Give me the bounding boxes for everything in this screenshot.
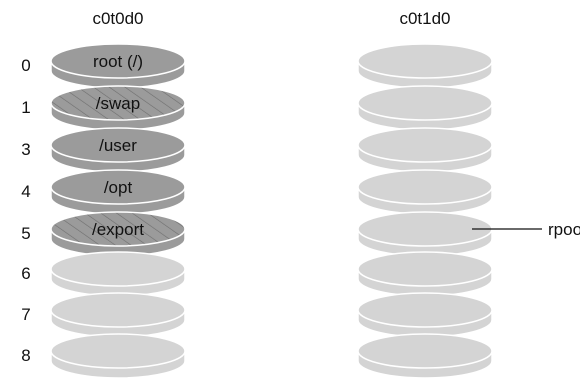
- slice-0: root (/): [50, 43, 186, 89]
- rpool-slice-5: [357, 211, 493, 257]
- rpool-slice-6-top: [357, 251, 493, 287]
- rpool-slice-1: [357, 43, 493, 89]
- rpool-slice-4: [357, 169, 493, 215]
- slice-4: /opt: [50, 169, 186, 215]
- slice-number-5: 5: [21, 224, 30, 243]
- slice-3-top: [50, 127, 186, 163]
- slice-label-4: /opt: [104, 178, 133, 197]
- slice-label-0: root (/): [93, 52, 143, 71]
- slice-number-0: 0: [21, 56, 30, 75]
- slice-5-top: [50, 211, 186, 247]
- rpool-slice-1-top: [357, 43, 493, 79]
- slice-number-6: 6: [21, 264, 30, 283]
- slice-1-top: [50, 85, 186, 121]
- slice-6-top: [50, 251, 186, 287]
- slice-label-1: /swap: [96, 94, 140, 113]
- slice-number-8: 8: [21, 346, 30, 365]
- slice-4-top: [50, 169, 186, 205]
- rpool-slice-7-top: [357, 292, 493, 328]
- disk-title-c0t0d0: c0t0d0: [92, 9, 143, 28]
- slice-3: /user: [50, 127, 186, 173]
- rpool-label: rpool: [548, 220, 580, 239]
- rpool-slice-5-top: [357, 211, 493, 247]
- rpool-slice-6: [357, 251, 493, 297]
- rpool-slice-8: [357, 333, 493, 379]
- slice-label-5: /export: [92, 220, 144, 239]
- slice-number-7: 7: [21, 305, 30, 324]
- disk-c0t0d0-stack: root (/) 0/swap 1/user 3/opt 4/export 5 6 7 8: [21, 43, 186, 379]
- slice-6: [50, 251, 186, 297]
- rpool-slice-2-top: [357, 85, 493, 121]
- slice-8-top: [50, 333, 186, 369]
- rpool-slice-2: [357, 85, 493, 131]
- disk-c0t1d0-stack: [357, 43, 493, 379]
- rpool-slice-3: [357, 127, 493, 173]
- rpool-slice-8-top: [357, 333, 493, 369]
- slice-1: /swap: [50, 85, 186, 131]
- slice-label-3: /user: [99, 136, 137, 155]
- slice-7-top: [50, 292, 186, 328]
- slice-7: [50, 292, 186, 338]
- rpool-slice-7: [357, 292, 493, 338]
- rpool-slice-4-top: [357, 169, 493, 205]
- rpool-slice-3-top: [357, 127, 493, 163]
- disk-title-c0t1d0: c0t1d0: [399, 9, 450, 28]
- slice-8: [50, 333, 186, 379]
- slice-number-4: 4: [21, 182, 30, 201]
- slice-5: /export: [50, 211, 186, 257]
- slice-0-top: [50, 43, 186, 79]
- slice-number-3: 3: [21, 140, 30, 159]
- slice-number-1: 1: [21, 98, 30, 117]
